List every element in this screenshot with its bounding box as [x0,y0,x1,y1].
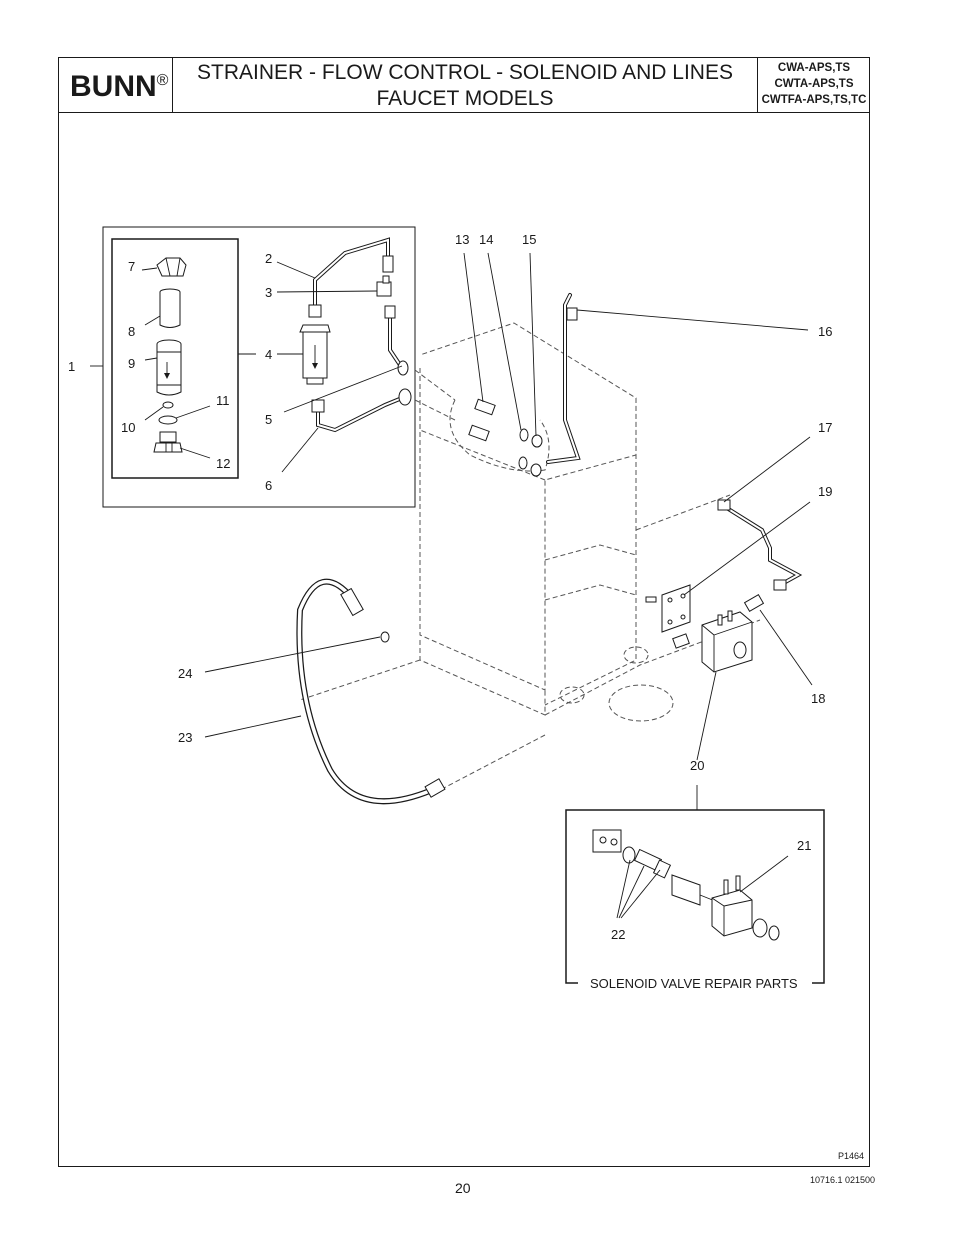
inlet-water-tube [720,503,803,587]
faucet-shank-fitting [468,398,496,442]
gasket-part [518,428,529,470]
model-item: CWA-APS,TS [777,62,851,74]
strainer-washer-part [162,401,174,409]
callout-12: 12 [216,456,230,471]
hose-clamp [380,631,390,643]
header-column-divider [172,57,173,113]
strainer-cap-part [156,257,187,277]
model-item: CWTA-APS,TS [774,78,854,90]
page-title: STRAINER - FLOW CONTROL - SOLENOID AND L… [176,60,754,112]
picture-code: P1464 [838,1151,865,1161]
solenoid-o-ring [622,846,636,864]
document-number: 10716.1 021500 [810,1175,876,1185]
nut-part [530,434,543,477]
brand-logo: BUNN® [70,70,169,103]
tee-fitting-part [376,275,392,297]
callout-6: 6 [265,478,272,493]
callout-4: 4 [265,347,272,362]
callout-15: 15 [522,232,536,247]
header-divider [58,112,870,113]
plunger-part [633,848,672,879]
strainer-screen-part [159,288,181,328]
callout-16: 16 [818,324,832,339]
solenoid-inlet-fitting [743,593,765,613]
callout-14: 14 [479,232,493,247]
solenoid-valve-part [672,610,753,673]
strainer-housing-part [156,339,182,396]
callout-20: 20 [690,758,704,773]
solenoid-bracket-part [645,584,691,633]
callout-3: 3 [265,285,272,300]
callout-24: 24 [178,666,192,681]
header-column-divider [757,57,758,113]
callout-leaders [90,252,813,919]
coil-part [711,875,753,937]
callout-10: 10 [121,420,135,435]
flow-control-part [299,304,331,385]
strainer-fitting-part [153,431,183,453]
line-nut [382,255,394,273]
callout-7: 7 [128,259,135,274]
callout-17: 17 [818,420,832,435]
callout-19: 19 [818,484,832,499]
callout-9: 9 [128,356,135,371]
callout-5: 5 [265,412,272,427]
page-frame [58,57,870,1167]
callout-21: 21 [797,838,811,853]
callout-22: 22 [611,927,625,942]
callout-2: 2 [265,251,272,266]
page-number: 20 [455,1180,471,1196]
solenoid-repair-box [565,809,825,984]
callout-18: 18 [811,691,825,706]
strainer-assembly-box [102,226,416,508]
solenoid-body-part [592,829,622,853]
model-item: CWTFA-APS,TS,TC [761,94,867,106]
callout-1: 1 [68,359,75,374]
strainer-o-ring-part [158,415,178,425]
cabinet-outline [419,322,637,691]
callout-11: 11 [216,393,230,408]
title-line-2: FAUCET MODELS [376,87,554,110]
model-list: CWA-APS,TS CWTA-APS,TS CWTFA-APS,TS,TC [758,60,870,108]
coil-washer-part [752,918,780,941]
armature-tube-part [671,874,726,906]
drain-hose [296,578,434,805]
inset-caption: SOLENOID VALVE REPAIR PARTS [590,976,798,991]
callout-8: 8 [128,324,135,339]
title-line-1: STRAINER - FLOW CONTROL - SOLENOID AND L… [197,61,733,84]
callout-13: 13 [455,232,469,247]
callout-23: 23 [178,730,192,745]
strainer-parts-box [111,238,239,479]
